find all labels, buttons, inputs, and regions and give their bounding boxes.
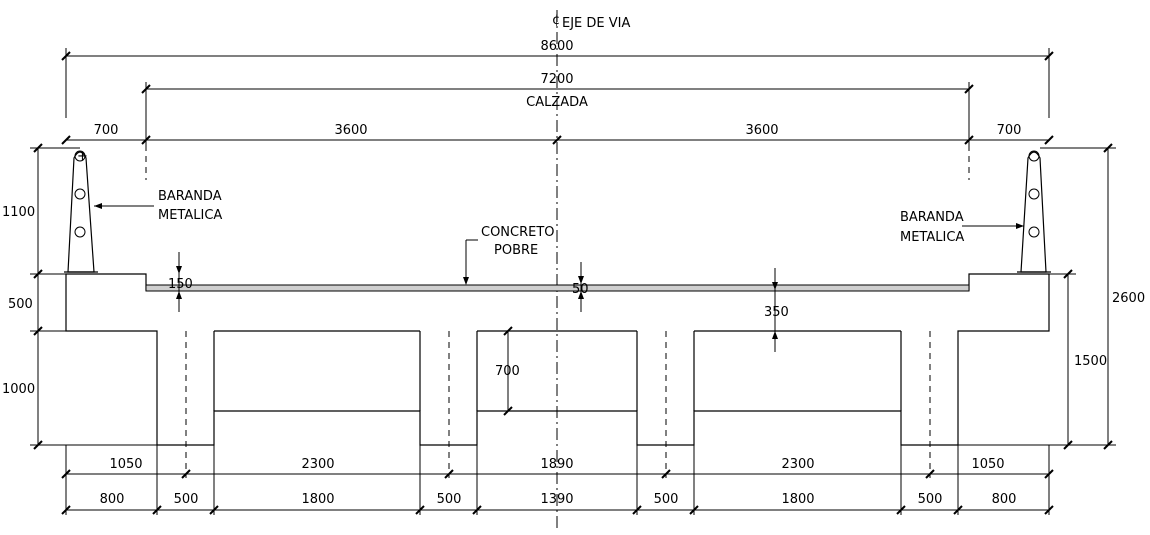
- beam-width-row: 800 500 1800 500 1390 500 1800 500 800: [61, 445, 1054, 515]
- lane-left-width: 3600: [334, 123, 367, 138]
- beam-spacing-1: 1050: [109, 457, 142, 472]
- railing-right-arrow: [1016, 223, 1024, 229]
- fill-thickness-edge-marker: 150: [168, 252, 193, 312]
- beam-width-4: 500: [437, 492, 462, 507]
- railing-left: +: [64, 149, 98, 273]
- fill-thickness-center-marker: 50: [572, 262, 589, 312]
- beam-web-lines: [213, 330, 902, 411]
- deck-thickness-value: 350: [764, 305, 789, 320]
- fill-thickness-edge-value: 150: [168, 277, 193, 292]
- railing-right-label-1: BARANDA: [900, 210, 964, 225]
- total-height-value: 2600: [1112, 291, 1145, 306]
- overall-width-value: 8600: [540, 39, 573, 54]
- beam-width-3: 1800: [301, 492, 334, 507]
- sidewalk-left-width: 700: [94, 123, 119, 138]
- railing-right-label-2: METALICA: [900, 230, 964, 245]
- slab-depth-value: 500: [8, 297, 33, 312]
- fill-label-1: CONCRETO: [481, 225, 555, 240]
- beam-width-9: 800: [992, 492, 1017, 507]
- beam-spacing-4: 2300: [781, 457, 814, 472]
- inner-beam-depth-dimension: 700: [495, 326, 520, 416]
- fill-thickness-center-value: 50: [572, 282, 589, 297]
- beam-spacing-5: 1050: [971, 457, 1004, 472]
- roadway-width-value: 7200: [540, 72, 573, 87]
- beam-width-7: 1800: [781, 492, 814, 507]
- lane-dimension-row: 700 3600 3600 700: [61, 123, 1054, 180]
- beam-centerlines: [185, 331, 931, 478]
- inner-beam-depth-value: 700: [495, 364, 520, 379]
- railing-left-arrow: [94, 203, 102, 209]
- axis-label: EJE DE VIA: [562, 16, 630, 31]
- railing-left-label-2: METALICA: [158, 208, 222, 223]
- axis-symbol: ¢: [552, 13, 560, 28]
- beam-depth-value: 1000: [2, 382, 35, 397]
- roadway-label: CALZADA: [526, 95, 588, 110]
- railing-height-value: 1100: [2, 205, 35, 220]
- svg-text:+: +: [77, 149, 88, 164]
- beam-width-8: 500: [918, 492, 943, 507]
- beam-spacing-3: 1890: [540, 457, 573, 472]
- beam-width-6: 500: [654, 492, 679, 507]
- fill-label-2: POBRE: [494, 243, 538, 258]
- beam-width-1: 800: [100, 492, 125, 507]
- lane-right-width: 3600: [745, 123, 778, 138]
- right-height-dimensions: 1500 2600: [958, 143, 1145, 450]
- fill-leader-arrow: [463, 277, 469, 285]
- beam-spacing-row: 1050 2300 1890 2300 1050: [61, 445, 1054, 515]
- overall-width-dimension: 8600: [61, 39, 1054, 118]
- beam-spacing-2: 2300: [301, 457, 334, 472]
- beam-width-5: 1390: [540, 492, 573, 507]
- railing-right: [1017, 150, 1051, 273]
- railing-left-label-1: BARANDA: [158, 189, 222, 204]
- deck-thickness-marker: 350: [764, 268, 789, 352]
- left-height-dimensions: 1100 500 1000: [2, 143, 157, 450]
- roadway-width-dimension: 7200 CALZADA: [141, 72, 974, 145]
- beam-width-2: 500: [174, 492, 199, 507]
- sidewalk-right-width: 700: [997, 123, 1022, 138]
- lean-concrete-layer: [145, 284, 970, 292]
- total-depth-value: 1500: [1074, 354, 1107, 369]
